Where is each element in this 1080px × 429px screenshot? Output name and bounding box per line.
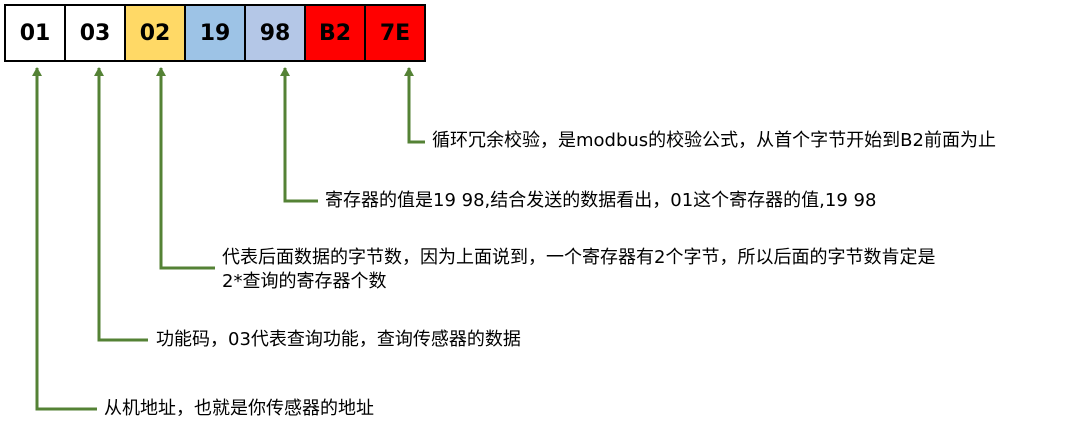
annotation-crc: 循环冗余校验，是modbus的校验公式，从首个字节开始到B2前面为止 [432, 129, 996, 153]
byte-box-crc-high: B2 [304, 4, 366, 62]
annotation-byte-count: 代表后面数据的字节数，因为上面说到，一个寄存器有2个字节，所以后面的字节数肯定是… [222, 246, 935, 294]
annotation-slave-address-line1: 从机地址，也就是你传感器的地址 [104, 398, 374, 419]
byte-box-slave-address: 01 [4, 4, 66, 62]
annotation-function-code-line1: 功能码，03代表查询功能，查询传感器的数据 [156, 329, 521, 350]
byte-box-data-low: 98 [244, 4, 306, 62]
annotation-byte-count-line2: 2*查询的寄存器个数 [222, 271, 387, 292]
byte-box-crc-low: 7E [364, 4, 426, 62]
byte-box-byte-count: 02 [124, 4, 186, 62]
annotation-slave-address: 从机地址，也就是你传感器的地址 [104, 397, 374, 421]
connector-register-value [280, 67, 318, 203]
annotation-register-value-line1: 寄存器的值是19 98,结合发送的数据看出，01这个寄存器的值,19 98 [325, 190, 877, 211]
connector-function-code [94, 67, 148, 342]
annotation-register-value: 寄存器的值是19 98,结合发送的数据看出，01这个寄存器的值,19 98 [325, 189, 876, 213]
connector-slave-address [32, 67, 97, 411]
connector-byte-count [156, 67, 215, 270]
annotation-byte-count-line1: 代表后面数据的字节数，因为上面说到，一个寄存器有2个字节，所以后面的字节数肯定是 [222, 247, 936, 268]
byte-frame: 01 03 02 19 98 B2 7E [4, 4, 426, 62]
byte-box-function-code: 03 [64, 4, 126, 62]
annotation-function-code: 功能码，03代表查询功能，查询传感器的数据 [156, 328, 521, 352]
byte-box-data-high: 19 [184, 4, 246, 62]
annotation-crc-line1: 循环冗余校验，是modbus的校验公式，从首个字节开始到B2前面为止 [432, 130, 996, 151]
connector-crc-low [404, 67, 425, 144]
